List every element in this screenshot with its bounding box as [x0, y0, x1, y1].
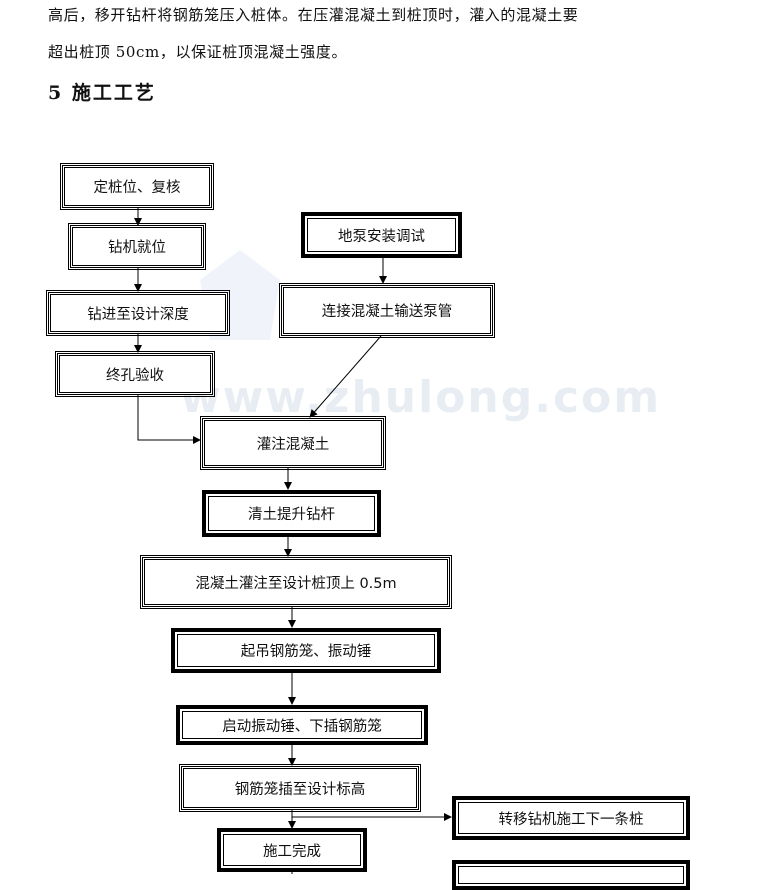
watermark-text: www.zhulong.com	[180, 372, 662, 423]
flow-box-start-vibrator: 启动振动锤、下插钢筋笼	[176, 705, 428, 745]
flow-box-lift-cage: 起吊钢筋笼、振动锤	[171, 628, 441, 673]
flow-box-lift-drill: 清土提升钻杆	[202, 490, 381, 537]
flow-box-locate-pile: 定桩位、复核	[60, 163, 214, 210]
arrow-b6-b7	[309, 335, 382, 418]
flow-box-pump-setup: 地泵安装调试	[301, 212, 462, 258]
flow-box-cage-elevation: 钢筋笼插至设计标高	[179, 764, 421, 812]
paragraph-line-1: 高后，移开钻杆将钢筋笼压入桩体。在压灌混凝土到桩顶时，灌入的混凝土要	[48, 6, 579, 24]
flow-box-pour-to-top: 混凝土灌注至设计桩顶上 0.5m	[140, 555, 452, 609]
section-heading: 5 施工工艺	[48, 82, 156, 104]
flow-box-complete: 施工完成	[217, 828, 367, 872]
flow-box-hole-acceptance: 终孔验收	[55, 351, 215, 397]
flow-box-partial	[452, 860, 690, 890]
flow-box-rig-position: 钻机就位	[68, 223, 206, 270]
paragraph-line-2: 超出桩顶 50cm，以保证桩顶混凝土强度。	[48, 43, 348, 61]
flow-box-pour-concrete: 灌注混凝土	[200, 416, 386, 470]
flow-box-next-pile: 转移钻机施工下一条桩	[452, 796, 690, 840]
arrow-b4-b7	[137, 395, 201, 444]
flow-box-drill-depth: 钻进至设计深度	[46, 290, 230, 336]
flow-box-connect-pipe: 连接混凝土输送泵管	[279, 283, 495, 338]
